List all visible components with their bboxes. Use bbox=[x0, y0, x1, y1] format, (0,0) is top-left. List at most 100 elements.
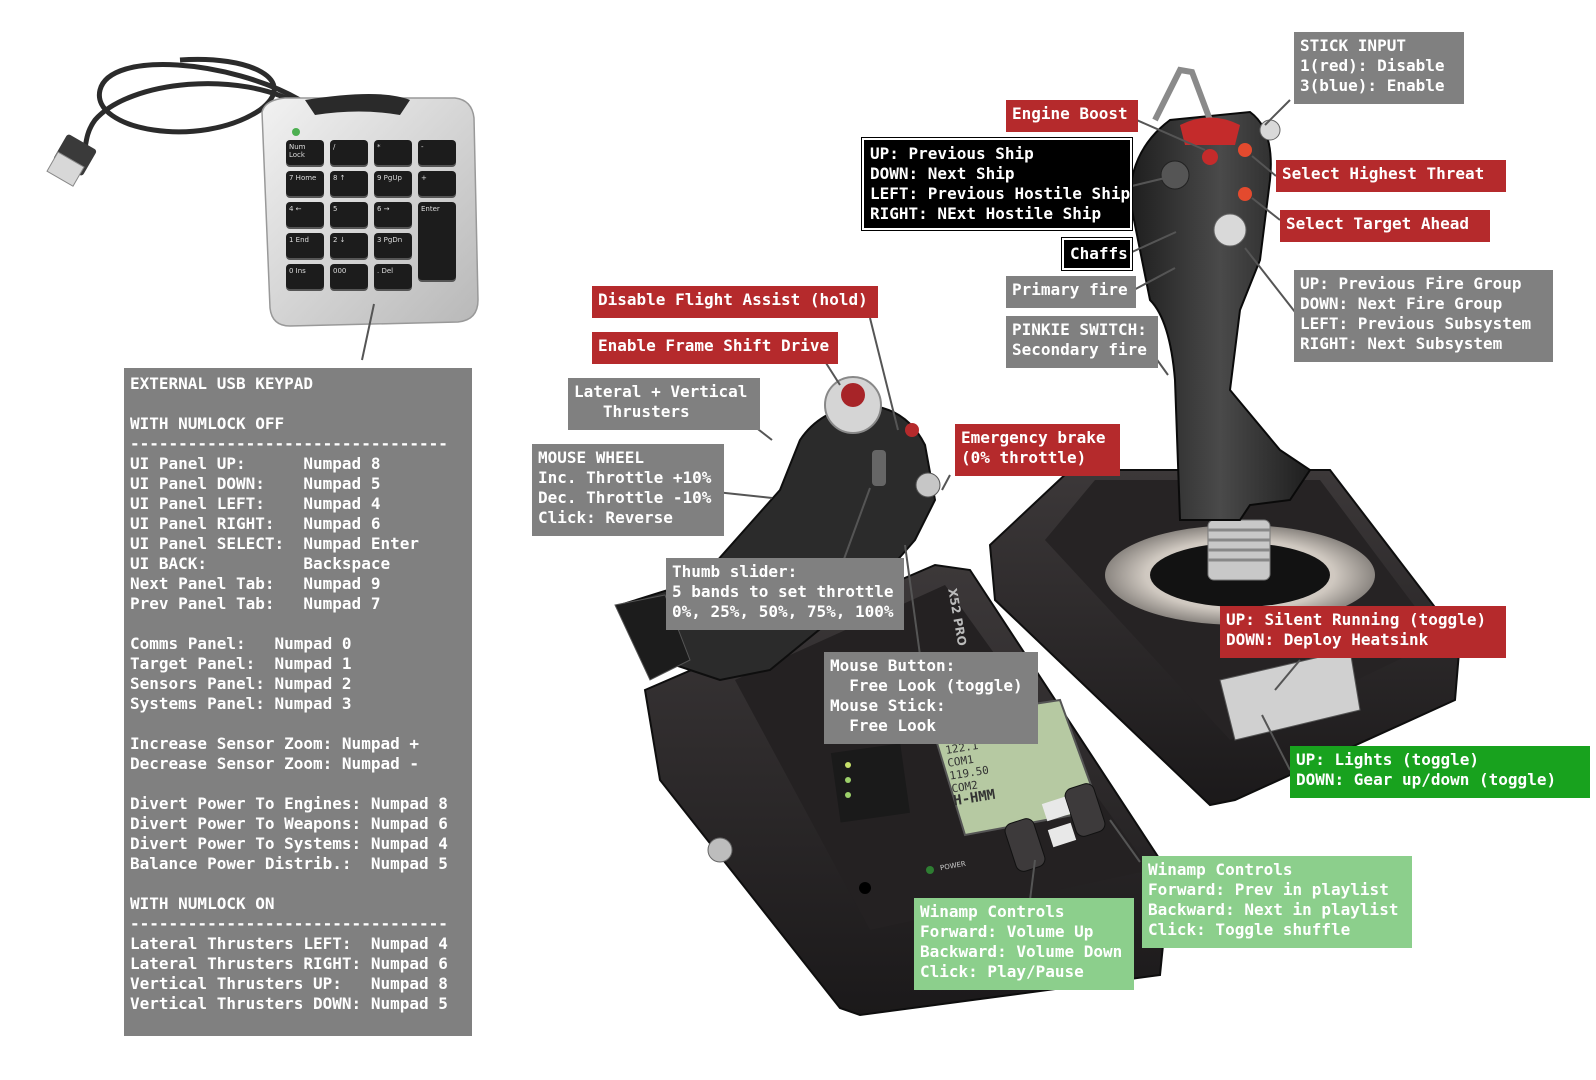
legend-line: Increase Sensor Zoom: Numpad + bbox=[130, 734, 419, 753]
keypad-key: * bbox=[374, 140, 412, 165]
legend-spacer bbox=[130, 714, 466, 734]
label-line: DOWN: Next Ship bbox=[870, 164, 1015, 183]
label-lateral-vertical-thrusters: Lateral + Vertical Thrusters bbox=[568, 378, 760, 430]
legend-line: UI Panel LEFT: Numpad 4 bbox=[130, 494, 381, 513]
label-pinkie-switch: PINKIE SWITCH:Secondary fire bbox=[1006, 316, 1158, 368]
legend-line: Target Panel: Numpad 1 bbox=[130, 654, 352, 673]
label-line: Dec. Throttle -10% bbox=[538, 488, 712, 507]
keypad-key: 000 bbox=[330, 264, 368, 289]
label-line: Free Look (toggle) bbox=[830, 676, 1023, 695]
legend-line: EXTERNAL USB KEYPAD bbox=[130, 374, 314, 393]
label-line: UP: Lights (toggle) bbox=[1296, 750, 1480, 769]
legend-line: Vertical Thrusters DOWN: Numpad 5 bbox=[130, 994, 448, 1013]
label-line: MOUSE WHEEL bbox=[538, 448, 644, 467]
keypad-legend: EXTERNAL USB KEYPAD WITH NUMLOCK OFF----… bbox=[124, 368, 472, 1036]
label-line: Backward: Next in playlist bbox=[1148, 900, 1399, 919]
legend-line: UI Panel RIGHT: Numpad 6 bbox=[130, 514, 381, 533]
label-line: Backward: Volume Down bbox=[920, 942, 1123, 961]
label-line: Thumb slider: bbox=[672, 562, 798, 581]
label-lights-gear: UP: Lights (toggle)DOWN: Gear up/down (t… bbox=[1290, 746, 1590, 798]
label-line: UP: Previous Fire Group bbox=[1300, 274, 1522, 293]
label-enable-frame-shift: Enable Frame Shift Drive bbox=[592, 332, 838, 364]
label-select-highest-threat: Select Highest Threat bbox=[1276, 160, 1506, 192]
keypad-key: 1 End bbox=[286, 233, 324, 258]
legend-line: Balance Power Distrib.: Numpad 5 bbox=[130, 854, 448, 873]
keypad-key: 9 PgUp bbox=[374, 171, 412, 196]
leader-lines bbox=[361, 99, 1301, 901]
keypad-key: / bbox=[330, 140, 368, 165]
keypad-key: Num Lock bbox=[286, 140, 324, 165]
legend-line: Divert Power To Systems: Numpad 4 bbox=[130, 834, 448, 853]
label-line: 0%, 25%, 50%, 75%, 100% bbox=[672, 602, 894, 621]
label-line: LEFT: Previous Subsystem bbox=[1300, 314, 1532, 333]
label-line: Forward: Volume Up bbox=[920, 922, 1094, 941]
label-line: Inc. Throttle +10% bbox=[538, 468, 712, 487]
keypad-key: 2 ↓ bbox=[330, 233, 368, 258]
label-silent-running: UP: Silent Running (toggle)DOWN: Deploy … bbox=[1220, 606, 1506, 658]
keypad-key: 0 Ins bbox=[286, 264, 324, 289]
label-line: DOWN: Deploy Heatsink bbox=[1226, 630, 1429, 649]
label-line: Enable Frame Shift Drive bbox=[598, 336, 830, 355]
label-line: Thrusters bbox=[574, 402, 690, 421]
keypad-key: 4 ← bbox=[286, 202, 324, 227]
label-line: Mouse Button: bbox=[830, 656, 956, 675]
label-line: Forward: Prev in playlist bbox=[1148, 880, 1389, 899]
legend-line: --------------------------------- bbox=[130, 434, 448, 453]
label-line: Winamp Controls bbox=[1148, 860, 1293, 879]
legend-line: Systems Panel: Numpad 3 bbox=[130, 694, 352, 713]
legend-spacer bbox=[130, 874, 466, 894]
label-line: 1(red): Disable bbox=[1300, 56, 1445, 75]
label-line: UP: Silent Running (toggle) bbox=[1226, 610, 1487, 629]
label-line: 5 bands to set throttle bbox=[672, 582, 894, 601]
power-label: POWER bbox=[939, 859, 967, 873]
label-line: Click: Toggle shuffle bbox=[1148, 920, 1351, 939]
keypad-key: 7 Home bbox=[286, 171, 324, 196]
label-chaffs: Chaffs bbox=[1061, 237, 1133, 271]
label-select-target-ahead: Select Target Ahead bbox=[1280, 210, 1490, 242]
legend-spacer bbox=[130, 394, 466, 414]
legend-line: Lateral Thrusters LEFT: Numpad 4 bbox=[130, 934, 448, 953]
label-line: 3(blue): Enable bbox=[1300, 76, 1445, 95]
usb-cable bbox=[73, 56, 302, 173]
label-line: Chaffs bbox=[1070, 244, 1128, 263]
label-line: Emergency brake bbox=[961, 428, 1106, 447]
legend-line: Prev Panel Tab: Numpad 7 bbox=[130, 594, 381, 613]
keypad-key: - bbox=[418, 140, 456, 165]
keypad-key: 6 → bbox=[374, 202, 412, 227]
keypad-key: . Del bbox=[374, 264, 412, 289]
label-line: DOWN: Next Fire Group bbox=[1300, 294, 1503, 313]
legend-line: Decrease Sensor Zoom: Numpad - bbox=[130, 754, 419, 773]
label-line: PINKIE SWITCH: bbox=[1012, 320, 1147, 339]
keypad-key: Enter bbox=[418, 202, 456, 280]
label-line: UP: Previous Ship bbox=[870, 144, 1034, 163]
label-line: RIGHT: Next Subsystem bbox=[1300, 334, 1503, 353]
label-line: Select Highest Threat bbox=[1282, 164, 1485, 183]
legend-line: Lateral Thrusters RIGHT: Numpad 6 bbox=[130, 954, 448, 973]
legend-line: UI Panel SELECT: Numpad Enter bbox=[130, 534, 419, 553]
label-primary-fire: Primary fire bbox=[1006, 276, 1136, 308]
keypad-key: 5 bbox=[330, 202, 368, 227]
legend-line: WITH NUMLOCK OFF bbox=[130, 414, 285, 433]
label-line: (0% throttle) bbox=[961, 448, 1087, 467]
legend-line: Divert Power To Weapons: Numpad 6 bbox=[130, 814, 448, 833]
legend-line: UI Panel DOWN: Numpad 5 bbox=[130, 474, 381, 493]
label-line: Primary fire bbox=[1012, 280, 1128, 299]
keypad-key: 8 ↑ bbox=[330, 171, 368, 196]
label-disable-flight-assist: Disable Flight Assist (hold) bbox=[592, 286, 878, 318]
legend-line: Vertical Thrusters UP: Numpad 8 bbox=[130, 974, 448, 993]
label-line: DOWN: Gear up/down (toggle) bbox=[1296, 770, 1557, 789]
legend-spacer bbox=[130, 614, 466, 634]
label-line: STICK INPUT bbox=[1300, 36, 1406, 55]
label-line: Winamp Controls bbox=[920, 902, 1065, 921]
legend-spacer bbox=[130, 774, 466, 794]
legend-line: Comms Panel: Numpad 0 bbox=[130, 634, 352, 653]
label-line: Lateral + Vertical bbox=[574, 382, 748, 401]
legend-line: --------------------------------- bbox=[130, 914, 448, 933]
